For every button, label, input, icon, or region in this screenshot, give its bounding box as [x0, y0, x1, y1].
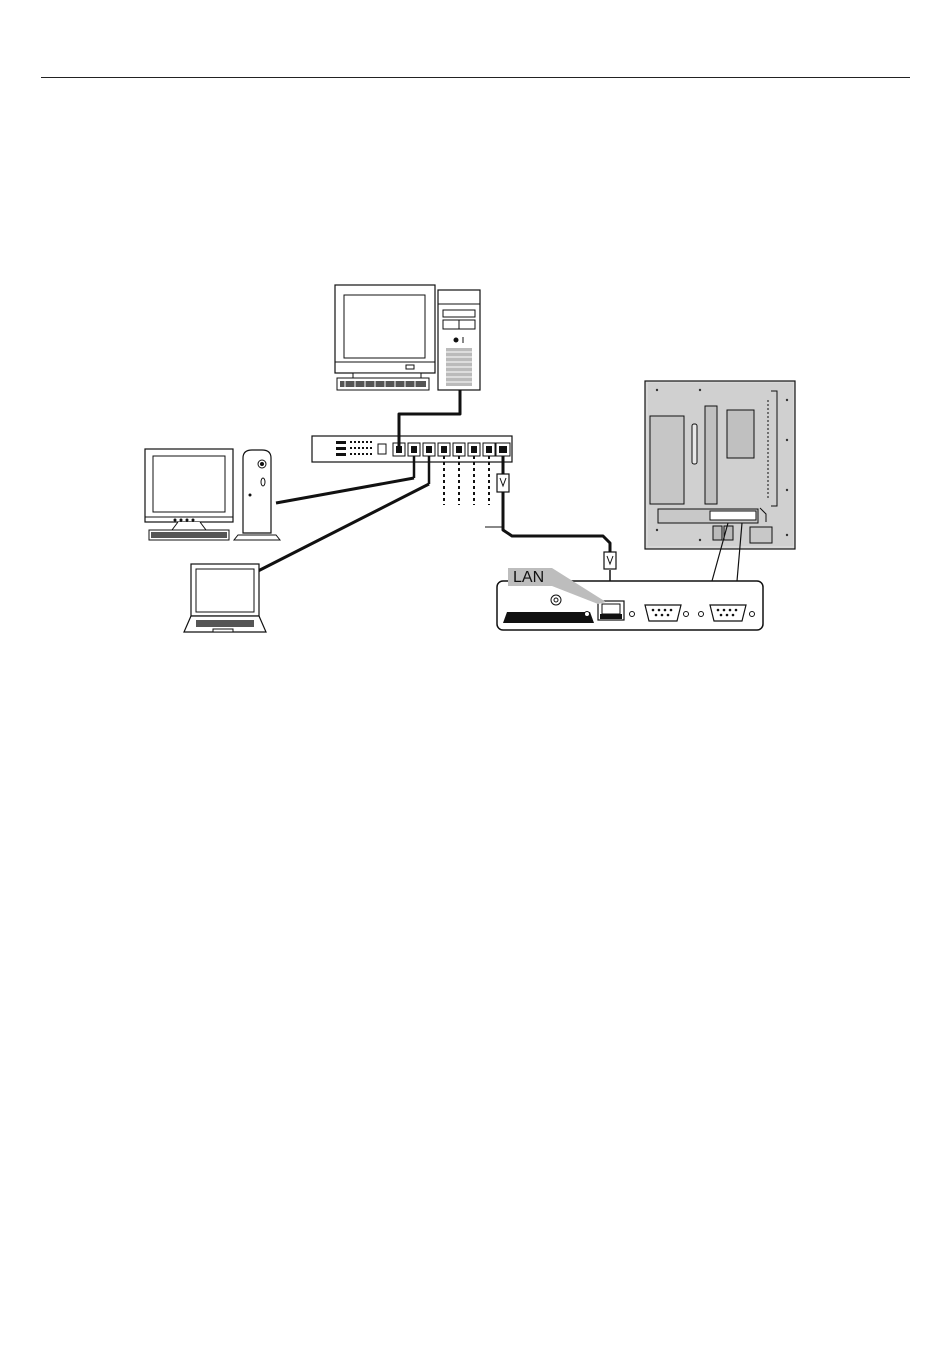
keyboard-left [149, 530, 229, 540]
display-terminal-panel [497, 581, 763, 630]
rj45-connector-hub-side [497, 474, 509, 492]
display-back-panel [645, 381, 795, 549]
desktop-tower-pc [335, 285, 480, 390]
serial-port-2-icon [710, 605, 746, 621]
crt-monitor-top [335, 285, 435, 379]
lan-port-label: LAN [513, 569, 544, 586]
lcd-monitor-left [145, 449, 233, 530]
cable-hub-to-display-run [503, 492, 610, 552]
lan-cables [258, 390, 610, 571]
hub-unused-port-leads [444, 456, 489, 505]
serial-port-1-icon [645, 605, 681, 621]
keyboard-top [337, 378, 429, 390]
lan-port-icon [598, 601, 624, 620]
compact-pc-tower [234, 450, 280, 540]
compact-pc [145, 449, 280, 540]
network-hub [312, 436, 512, 505]
cable-laptop-to-hub [258, 484, 429, 571]
tower-case [438, 290, 480, 390]
laptop [184, 564, 266, 632]
cable-compact-pc-to-hub [276, 478, 414, 503]
rj45-connector-display-side [604, 552, 616, 569]
